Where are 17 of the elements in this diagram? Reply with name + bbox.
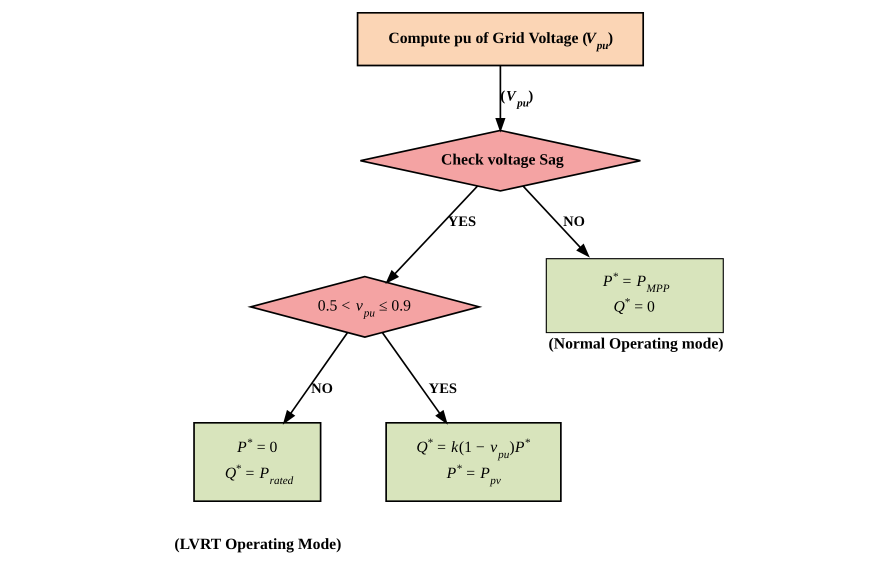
arrow xyxy=(382,332,448,425)
node-label: (Normal Operating mode) xyxy=(548,336,724,353)
arrow xyxy=(385,186,478,284)
node-box: P$^{*}$ = 0 Q$^{*}$ = P$_{rated}$ xyxy=(193,422,322,502)
arrow xyxy=(522,186,590,258)
edge-label: NO xyxy=(563,214,585,230)
arrow xyxy=(495,66,506,133)
node-box: Q$^{*}$ = k(1 − v$_{pu}$)P$^{*}$ P$^{*}$ = P$_{pv}$ xyxy=(385,422,562,502)
arrow xyxy=(282,332,348,425)
node-diamond: 0.5 < v$_{pu}$ ≤ 0.9 xyxy=(247,276,482,338)
edge-label: (V$_{pu}$) xyxy=(500,88,534,110)
edge-label: YES xyxy=(448,214,476,230)
edge-label: YES xyxy=(428,380,458,397)
node-diamond: Check voltage Sag xyxy=(360,130,642,192)
node-box: Compute pu of Grid Voltage (V$_{pu}$) xyxy=(356,12,644,66)
label: (LVRT Operating Mode) xyxy=(174,536,342,554)
edge-label: NO xyxy=(311,380,333,397)
